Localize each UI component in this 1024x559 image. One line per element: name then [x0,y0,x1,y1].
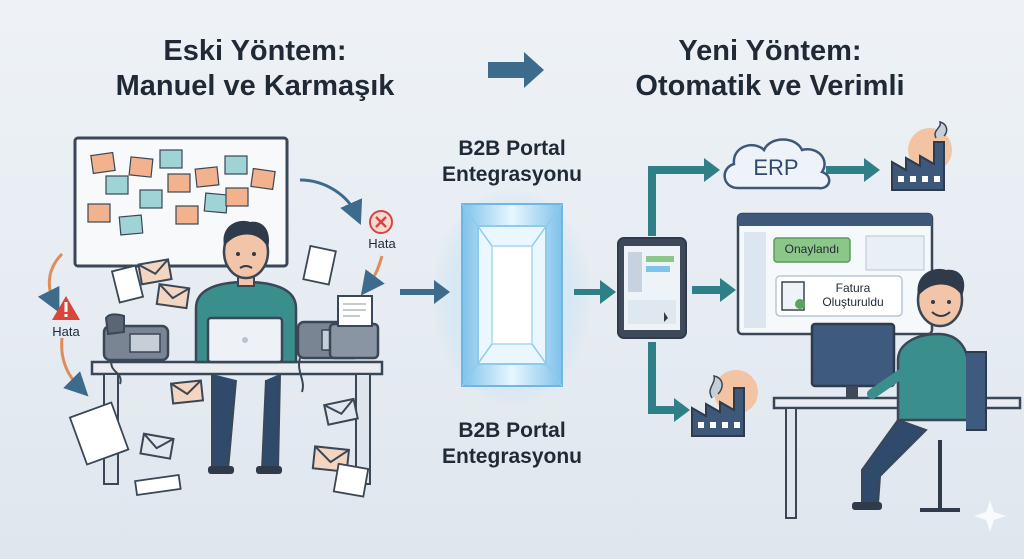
new-method-title: Yeni Yöntem: Otomatik ve Verimli [600,34,940,104]
invoice-label-line1: Fatura [835,281,871,295]
arrow-error-down [360,255,385,296]
warning-triangle-icon [52,296,80,320]
routing-arrows [648,166,866,414]
fax-machine [328,295,380,360]
error-x-icon [369,210,393,234]
new-method-title-line2: Otomatik ve Verimli [635,70,905,102]
old-method-title: Eski Yöntem: Manuel ve Karmaşık [90,34,420,104]
portal-label-bottom-line2: Entegrasyonu [441,445,583,468]
portal-label-bottom: B2B Portal Entegrasyonu [420,418,604,470]
erp-cloud-icon [723,138,831,190]
error-label-left: Hata [52,324,80,339]
tablet [617,237,687,339]
arrow-down-left-2 [60,337,89,397]
stressed-person [194,220,298,474]
factory-bottom-icon [691,370,758,437]
sparkle-icon [974,500,1006,532]
top-arrow-icon [488,52,544,88]
arrow-out-of-portal [574,280,616,304]
dashboard-window [736,212,934,336]
factory-top-icon [891,120,952,191]
error-label-right: Hata [368,236,396,251]
arrow-whiteboard-to-error [299,178,363,225]
arrow-down-left-1 [37,252,64,313]
arrow-into-portal [400,280,450,304]
portal-label-top-line1: B2B Portal [458,137,566,160]
erp-label: ERP [753,155,799,180]
phone-left [102,313,170,385]
routing-arrowheads [674,158,880,422]
invoice-label-line2: Oluşturuldu [822,295,884,309]
desktop-monitor [810,322,896,398]
invoice-created-label: Fatura Oluşturuldu [806,281,900,309]
old-method-title-line2: Manuel ve Karmaşık [115,70,395,102]
portal-label-top: B2B Portal Entegrasyonu [420,136,604,188]
scattered-papers [68,244,370,498]
sticky-notes [87,149,276,236]
new-method-title-line1: Yeni Yöntem: [678,35,862,67]
approved-badge-label: Onaylandı [784,242,840,256]
portal-label-top-line2: Entegrasyonu [441,163,583,186]
old-method-title-line1: Eski Yöntem: [163,35,347,67]
portal-label-bottom-line1: B2B Portal [458,419,566,442]
portal-gateway [432,186,592,406]
happy-person [852,268,987,512]
